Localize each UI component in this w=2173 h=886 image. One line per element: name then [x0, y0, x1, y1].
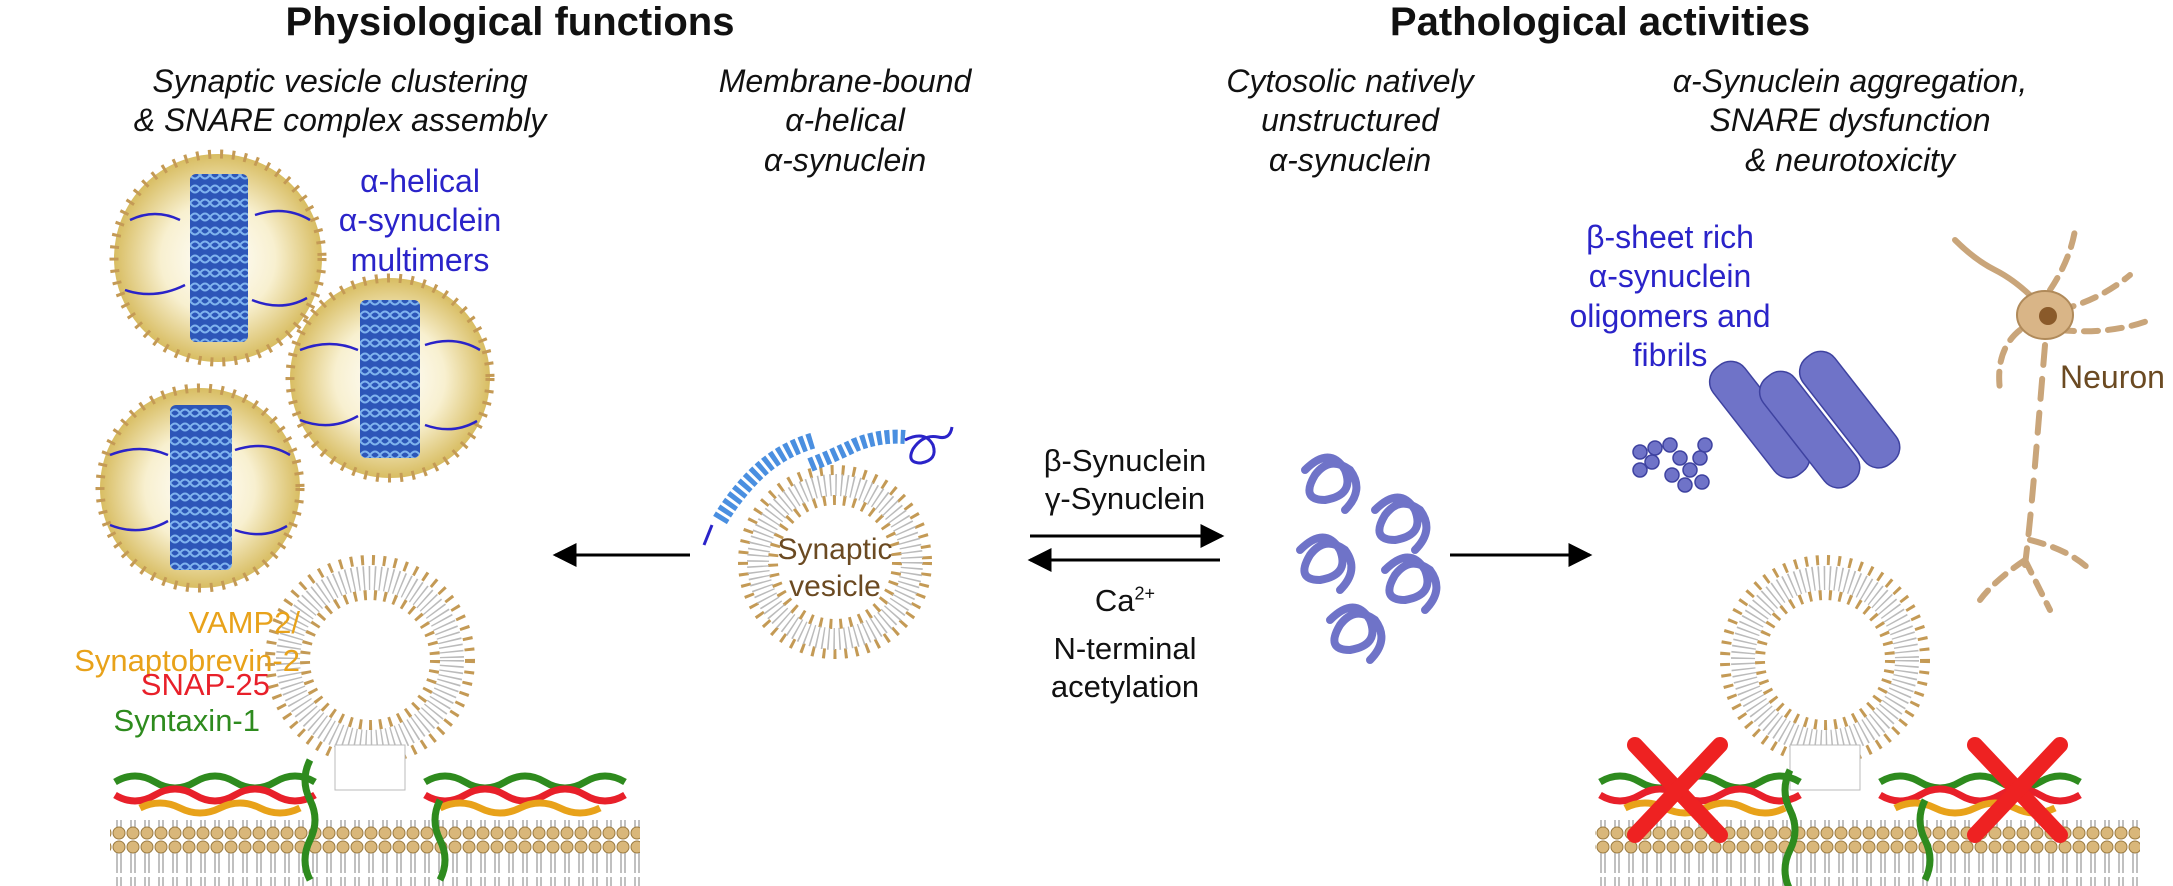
label-forward-modulators: β-Synuclein γ-Synuclein — [1043, 443, 1207, 517]
docked-vesicle-left — [265, 555, 475, 791]
label-multimers: α-helical α-synuclein multimers — [338, 163, 502, 278]
blocked-x-right — [1967, 737, 2068, 843]
unstructured-monomers — [1296, 453, 1441, 664]
caption-aggregation: α-Synuclein aggregation, SNARE dysfuncti… — [1672, 63, 2028, 178]
vesicle-top-left — [109, 149, 327, 367]
heading-physiological: Physiological functions — [285, 0, 735, 44]
legend-syntaxin: Syntaxin-1 — [113, 703, 260, 738]
blocked-x-left — [1627, 737, 1728, 843]
synaptic-vesicle-center — [702, 426, 954, 659]
caption-membrane-bound: Membrane-bound α-helical α-synuclein — [718, 63, 972, 178]
label-reverse-modulators: N-terminal acetylation — [1050, 631, 1200, 705]
docked-vesicle-right — [1720, 555, 1930, 791]
label-oligomers: β-sheet rich α-synuclein oligomers and f… — [1569, 219, 1771, 374]
legend-vamp: VAMP2/ Synaptobrevin-2 — [74, 605, 300, 679]
plasma-membrane-left — [110, 820, 640, 886]
label-neuron: Neuron — [2060, 359, 2165, 395]
snare-complex-left — [113, 758, 627, 882]
neuron-figure — [1952, 227, 2153, 613]
oligomers-and-fibrils — [1632, 350, 1901, 493]
vesicle-bottom-left — [95, 383, 305, 593]
vesicle-right — [285, 273, 495, 483]
legend-snap: SNAP-25 — [140, 667, 270, 702]
heading-pathological: Pathological activities — [1389, 0, 1811, 44]
clustered-vesicles — [95, 149, 495, 593]
label-synaptic-vesicle: Synaptic vesicle — [777, 533, 893, 603]
caption-cytosolic: Cytosolic natively unstructured α-synucl… — [1226, 63, 1474, 178]
label-calcium: Ca2+ — [1094, 583, 1156, 618]
caption-clustering: Synaptic vesicle clustering & SNARE comp… — [133, 63, 547, 139]
